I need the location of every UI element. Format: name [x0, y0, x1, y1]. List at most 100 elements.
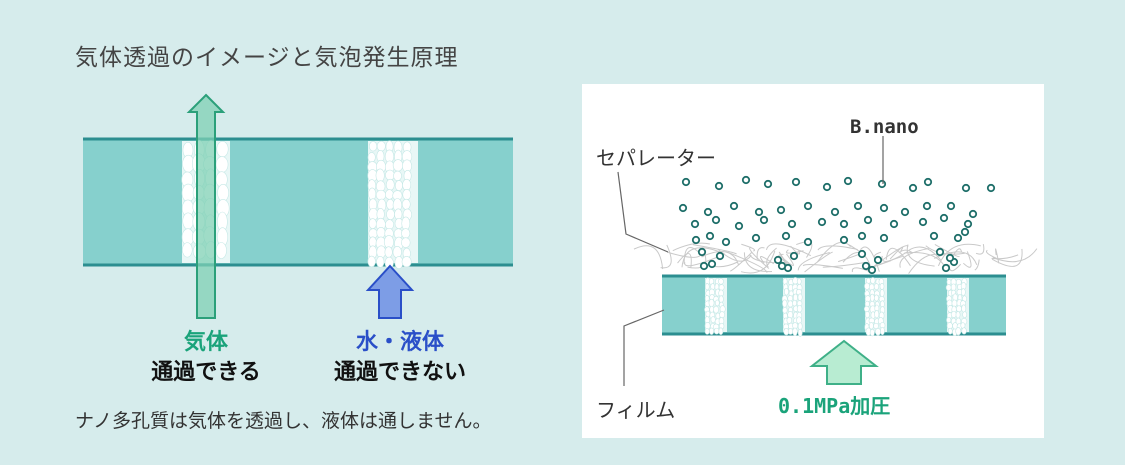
bubble	[857, 249, 867, 259]
pore	[797, 328, 803, 337]
fiber	[991, 248, 1023, 267]
fiber	[740, 250, 776, 274]
pore	[874, 328, 881, 336]
bubble	[863, 215, 873, 225]
bubble	[946, 201, 956, 211]
fiber	[881, 251, 908, 262]
bubble	[734, 221, 744, 231]
bubble	[714, 181, 724, 191]
pressure-arrow-icon	[809, 339, 879, 385]
bubble	[929, 231, 939, 241]
pore	[782, 299, 788, 308]
pore	[713, 327, 720, 335]
fiber	[904, 252, 946, 268]
bubble	[777, 261, 787, 271]
bubble	[879, 233, 889, 243]
bubble	[707, 259, 717, 269]
bubble	[789, 251, 799, 261]
fiber	[804, 251, 833, 273]
fiber	[797, 252, 830, 271]
pore	[714, 299, 720, 307]
fiber	[868, 245, 909, 271]
bubble	[803, 237, 813, 247]
fiber	[975, 243, 985, 255]
pore	[368, 141, 378, 152]
bubble	[963, 219, 973, 229]
film-pores	[704, 277, 969, 337]
bubble	[922, 201, 932, 211]
bubble	[843, 176, 853, 186]
bubble	[697, 247, 707, 257]
bubble	[699, 261, 709, 271]
bubble-principle-panel: セパレーター B.nano フィルム 0.1MPa加圧	[582, 84, 1044, 438]
bubble	[803, 201, 813, 211]
bubble	[877, 179, 887, 189]
bubbles	[678, 175, 996, 275]
pore	[961, 327, 967, 335]
bubble	[945, 253, 955, 263]
pore	[718, 295, 724, 304]
fiber	[779, 253, 794, 266]
bubble	[900, 207, 910, 217]
pore	[797, 293, 803, 302]
pore	[947, 327, 953, 335]
pore	[367, 255, 376, 268]
pore	[962, 311, 968, 318]
pore	[401, 256, 412, 268]
film-leader-line	[623, 309, 665, 386]
pore-column-liquid	[367, 140, 418, 269]
pore	[879, 289, 885, 298]
pore	[787, 295, 794, 302]
pore	[955, 311, 961, 319]
pore	[704, 283, 710, 291]
pore	[713, 305, 719, 314]
right-diagram	[617, 136, 1038, 386]
pore	[709, 327, 715, 335]
bubble	[776, 205, 786, 215]
page-title: 気体透過のイメージと気泡発生原理	[75, 45, 459, 71]
gas-label-group: 気体 通過できる	[136, 328, 276, 388]
pore	[401, 216, 411, 231]
bubble	[681, 177, 691, 187]
left-diagram	[83, 93, 513, 319]
pore	[796, 278, 802, 285]
pore	[718, 278, 724, 285]
liquid-arrow-icon	[365, 264, 415, 319]
pore	[782, 306, 788, 314]
pore	[384, 246, 393, 258]
fiber	[743, 252, 773, 272]
pore	[216, 141, 229, 158]
fiber	[906, 244, 935, 267]
pore	[215, 242, 227, 259]
pore	[873, 294, 879, 302]
fiber	[692, 244, 737, 255]
pore	[385, 178, 395, 191]
pore	[873, 322, 879, 330]
caption: ナノ多孔質は気体を透過し、液体は通しません。	[75, 410, 492, 432]
pore	[394, 180, 403, 191]
pore	[376, 256, 385, 268]
fiber	[756, 247, 765, 260]
pore	[961, 304, 967, 313]
bubble	[830, 207, 840, 217]
pore	[869, 293, 875, 302]
pore	[393, 170, 402, 181]
bubble	[861, 261, 871, 271]
liquid-label: 水・液体	[355, 330, 444, 355]
pore	[385, 169, 395, 181]
pore	[874, 310, 880, 319]
bubble	[690, 219, 700, 229]
bubble	[763, 179, 773, 189]
bubble	[986, 183, 996, 193]
fiber	[672, 242, 710, 252]
gas-sub-label: 通過できる	[151, 360, 261, 385]
pore	[384, 189, 394, 200]
pore	[376, 245, 387, 259]
fiber	[660, 244, 672, 269]
pore	[955, 327, 962, 336]
pore	[950, 283, 957, 291]
pore	[368, 218, 377, 229]
bnano-label: B.nano	[850, 116, 919, 138]
bubble	[705, 231, 715, 241]
pore	[873, 283, 880, 290]
